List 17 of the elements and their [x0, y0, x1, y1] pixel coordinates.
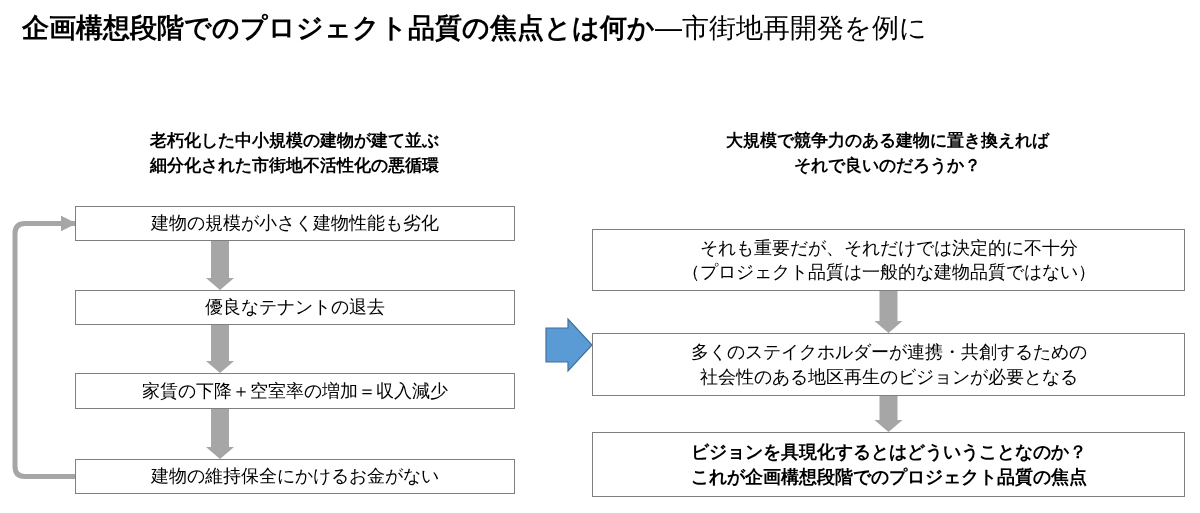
column-heading: 老朽化した中小規模の建物が建て並ぶ細分化された市街地不活性化の悪循環 — [148, 129, 441, 177]
loop-arrow — [12, 215, 77, 479]
process-box: それも重要だが、それだけでは決定的に不十分（プロジェクト品質は一般的な建物品質ではない） — [592, 229, 1185, 291]
process-box: 多くのステイクホルダーが連携・共創するための社会性のある地区再生のビジョンが必要となる — [592, 333, 1185, 396]
block-arrow — [874, 396, 903, 432]
block-arrow — [206, 325, 234, 373]
process-box: 家賃の下降＋空室率の増加＝収入減少 — [75, 373, 515, 409]
block-arrow — [206, 409, 234, 459]
process-box: 建物の規模が小さく建物性能も劣化 — [75, 206, 515, 241]
process-box: 優良なテナントの退去 — [75, 290, 515, 325]
process-box: ビジョンを具現化するとはどういうことなのか？これが企画構想段階でのプロジェクト品質の焦点 — [592, 432, 1185, 497]
block-arrow — [874, 291, 903, 333]
block-arrow — [206, 241, 234, 290]
chevron-arrow — [545, 317, 593, 373]
process-box: 建物の維持保全にかけるお金がない — [75, 459, 515, 494]
column-heading: 大規模で競争力のある建物に置き換えればそれで良いのだろうか？ — [725, 129, 1051, 177]
title: 企画構想段階でのプロジェクト品質の焦点とは何か―市街地再開発を例に — [22, 11, 927, 45]
